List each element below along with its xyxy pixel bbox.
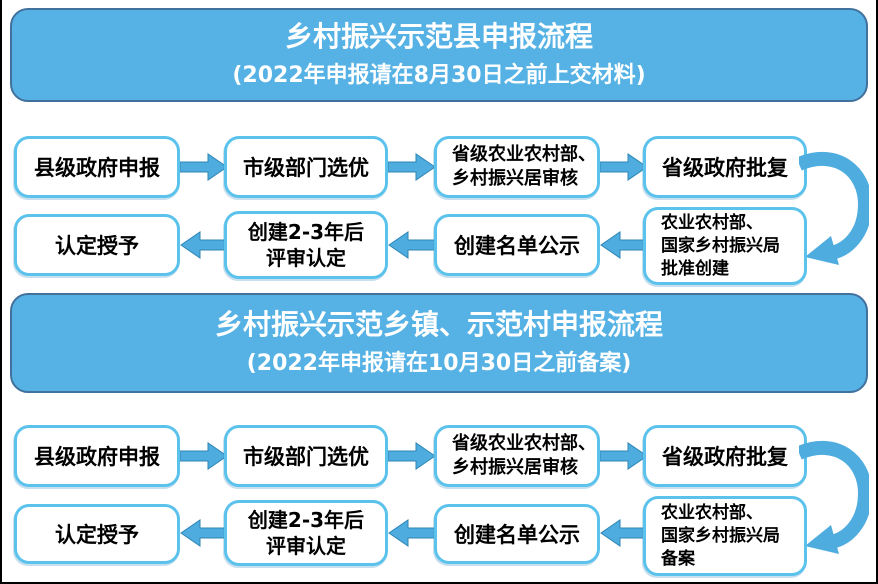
arrow-right-icon bbox=[388, 442, 436, 470]
section2-title: 乡村振兴示范乡镇、示范村申报流程 bbox=[214, 308, 663, 341]
section1-title: 乡村振兴示范县申报流程 bbox=[284, 20, 593, 53]
flow-box-label: 创建2-3年后 bbox=[247, 508, 365, 532]
flow-box-label: 乡村振兴居审核 bbox=[452, 457, 578, 478]
arrow-right-icon bbox=[388, 153, 436, 181]
flow-box-label: 市级部门选优 bbox=[243, 445, 369, 469]
flow-box-county-apply: 县级政府申报 bbox=[14, 136, 180, 198]
flow-box-label: 认定授予 bbox=[55, 523, 139, 547]
flow-box-label: 备案 bbox=[661, 548, 695, 569]
flow-box-label: 县级政府申报 bbox=[34, 156, 160, 180]
flow-box-label: 国家乡村振兴局 bbox=[661, 525, 780, 546]
curved-arrow-icon bbox=[799, 152, 869, 265]
flow-box-label: 市级部门选优 bbox=[243, 156, 369, 180]
arrow-left-icon bbox=[600, 231, 648, 259]
curved-arrow-icon bbox=[799, 441, 869, 554]
section2-header: 乡村振兴示范乡镇、示范村申报流程 (2022年申报请在10月30日之前备案) bbox=[10, 293, 868, 393]
flow-box-label: 省级政府批复 bbox=[662, 156, 788, 180]
flow-box-review-after-years: 创建2-3年后 评审认定 bbox=[224, 211, 388, 279]
flow-box-label: 创建名单公示 bbox=[454, 234, 580, 258]
flow-box-label: 省级农业农村部、 bbox=[452, 144, 596, 165]
flow-box-label: 创建名单公示 bbox=[454, 523, 580, 547]
flow-box-national-approve: 农业农村部、 国家乡村振兴局 批准创建 bbox=[643, 207, 807, 285]
arrow-right-icon bbox=[600, 153, 648, 181]
section1-header: 乡村振兴示范县申报流程 (2022年申报请在8月30日之前上交材料) bbox=[10, 8, 868, 102]
flow-box-city-select: 市级部门选优 bbox=[224, 136, 388, 198]
section1-subtitle: (2022年申报请在8月30日之前上交材料) bbox=[232, 63, 646, 88]
flow-box-label: 评审认定 bbox=[266, 246, 346, 270]
flow-box-label: 批准创建 bbox=[661, 258, 729, 279]
flow-box-province-review: 省级农业农村部、 乡村振兴居审核 bbox=[434, 425, 600, 487]
flow-box-province-approve: 省级政府批复 bbox=[643, 425, 807, 487]
arrow-right-icon bbox=[180, 153, 228, 181]
flow-box-review-after-years: 创建2-3年后 评审认定 bbox=[224, 500, 388, 566]
flow-box-label: 农业农村部、 bbox=[661, 212, 763, 233]
flow-box-publicity: 创建名单公示 bbox=[434, 214, 600, 276]
arrow-right-icon bbox=[600, 442, 648, 470]
flow-box-label: 省级农业农村部、 bbox=[452, 433, 596, 454]
flow-box-label: 国家乡村振兴局 bbox=[661, 235, 780, 256]
flow-box-award: 认定授予 bbox=[14, 214, 180, 276]
section2-subtitle: (2022年申报请在10月30日之前备案) bbox=[246, 351, 632, 376]
arrow-right-icon bbox=[180, 442, 228, 470]
flow-box-national-record: 农业农村部、 国家乡村振兴局 备案 bbox=[643, 496, 807, 576]
flow-box-award: 认定授予 bbox=[14, 504, 180, 564]
flow-box-publicity: 创建名单公示 bbox=[434, 504, 600, 564]
flow-box-label: 评审认定 bbox=[266, 534, 346, 558]
flow-box-label: 创建2-3年后 bbox=[247, 220, 365, 244]
arrow-left-icon bbox=[388, 231, 436, 259]
arrow-left-icon bbox=[600, 519, 648, 547]
flow-box-city-select: 市级部门选优 bbox=[224, 425, 388, 487]
flow-box-label: 县级政府申报 bbox=[34, 445, 160, 469]
flow-box-label: 认定授予 bbox=[55, 234, 139, 258]
flow-box-province-review: 省级农业农村部、 乡村振兴居审核 bbox=[434, 136, 600, 198]
flow-box-label: 乡村振兴居审核 bbox=[452, 168, 578, 189]
flow-box-province-approve: 省级政府批复 bbox=[643, 136, 807, 198]
arrow-left-icon bbox=[180, 519, 228, 547]
arrow-left-icon bbox=[180, 231, 228, 259]
flow-box-label: 农业农村部、 bbox=[661, 502, 763, 523]
flow-box-county-apply: 县级政府申报 bbox=[14, 425, 180, 487]
flow-box-label: 省级政府批复 bbox=[662, 445, 788, 469]
arrow-left-icon bbox=[388, 519, 436, 547]
